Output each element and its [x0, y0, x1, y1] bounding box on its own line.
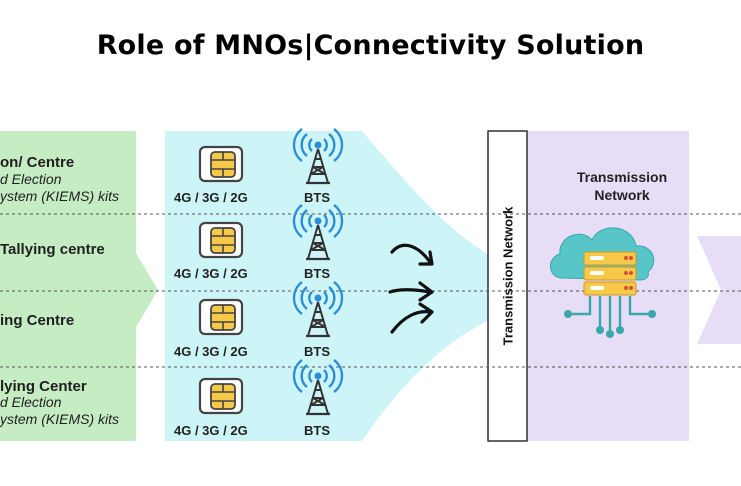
sim-label: 4G / 3G / 2G — [174, 423, 248, 438]
location-title: ing Centre — [0, 312, 75, 329]
location-title: lying Center — [0, 378, 87, 395]
locations-panel — [0, 131, 158, 441]
transmission-network-vertical-label: Transmission Network — [500, 206, 516, 346]
sim-label: 4G / 3G / 2G — [174, 344, 248, 359]
mno-funnel-panel — [165, 131, 489, 441]
curved-arrow-up-icon — [390, 302, 434, 334]
sim-card-icon — [198, 377, 244, 415]
cloud-server-icon — [550, 227, 656, 338]
location-title: Tallying centre — [0, 241, 105, 258]
sim-card-icon — [198, 221, 244, 259]
location-subtitle: ystem (KIEMS) kits — [0, 188, 120, 204]
transmission-network-box — [487, 130, 528, 442]
output-arrow — [697, 236, 741, 344]
transmission-network-title-line1: Transmission — [576, 169, 668, 185]
bts-label: BTS — [304, 423, 330, 438]
bts-label: BTS — [304, 344, 330, 359]
location-subtitle: ystem (KIEMS) kits — [0, 411, 120, 427]
transmission-network-title-line2: Network — [594, 187, 650, 203]
transmission-network-title: Transmission Network — [532, 168, 712, 204]
location-subtitle: d Election — [0, 171, 62, 187]
straight-arrow-icon — [388, 281, 434, 302]
sim-card-icon — [198, 145, 244, 183]
sim-card-icon — [198, 298, 244, 336]
bts-label: BTS — [304, 190, 330, 205]
page-title: Role of MNOs|Connectivity Solution — [96, 30, 645, 61]
sim-label: 4G / 3G / 2G — [174, 266, 248, 281]
sim-label: 4G / 3G / 2G — [174, 190, 248, 205]
bts-label: BTS — [304, 266, 330, 281]
location-title: on/ Centre — [0, 154, 75, 171]
location-subtitle: d Election — [0, 394, 62, 410]
